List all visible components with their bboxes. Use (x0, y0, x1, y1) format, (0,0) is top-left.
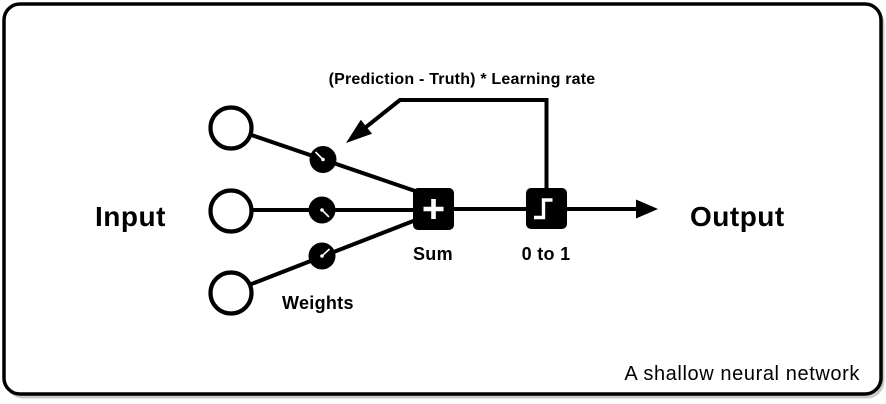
weights-label: Weights (282, 293, 354, 313)
input-node-3 (208, 270, 254, 316)
sum-label: Sum (413, 244, 453, 264)
feedback-annotation-label: (Prediction - Truth) * Learning rate (329, 71, 596, 88)
knob-dial-icon (320, 248, 331, 258)
feedback-diagonal-line (359, 98, 402, 133)
activation-label: 0 to 1 (522, 244, 571, 264)
knob-dial-icon (320, 208, 330, 218)
output-arrowhead (636, 199, 658, 219)
diagram-caption: A shallow neural network (624, 363, 860, 385)
feedback-arrowhead (346, 119, 372, 143)
input-node-1 (208, 105, 254, 151)
sum-box (413, 188, 454, 230)
weight-knob-2 (308, 196, 336, 224)
weight-knobs (308, 146, 337, 270)
output-arrow (567, 199, 658, 219)
weight-knob-1 (309, 146, 337, 173)
plus-icon (423, 199, 444, 219)
knob-dial-icon (314, 151, 325, 162)
input-label: Input (95, 201, 166, 232)
feedback-loop (346, 98, 549, 188)
step-function-icon (534, 198, 553, 220)
weight-knob-3 (308, 242, 336, 270)
output-label: Output (690, 201, 785, 232)
input-node-2 (208, 188, 254, 234)
feedback-line (399, 98, 549, 188)
activation-box (526, 188, 567, 229)
input-nodes (208, 105, 254, 316)
